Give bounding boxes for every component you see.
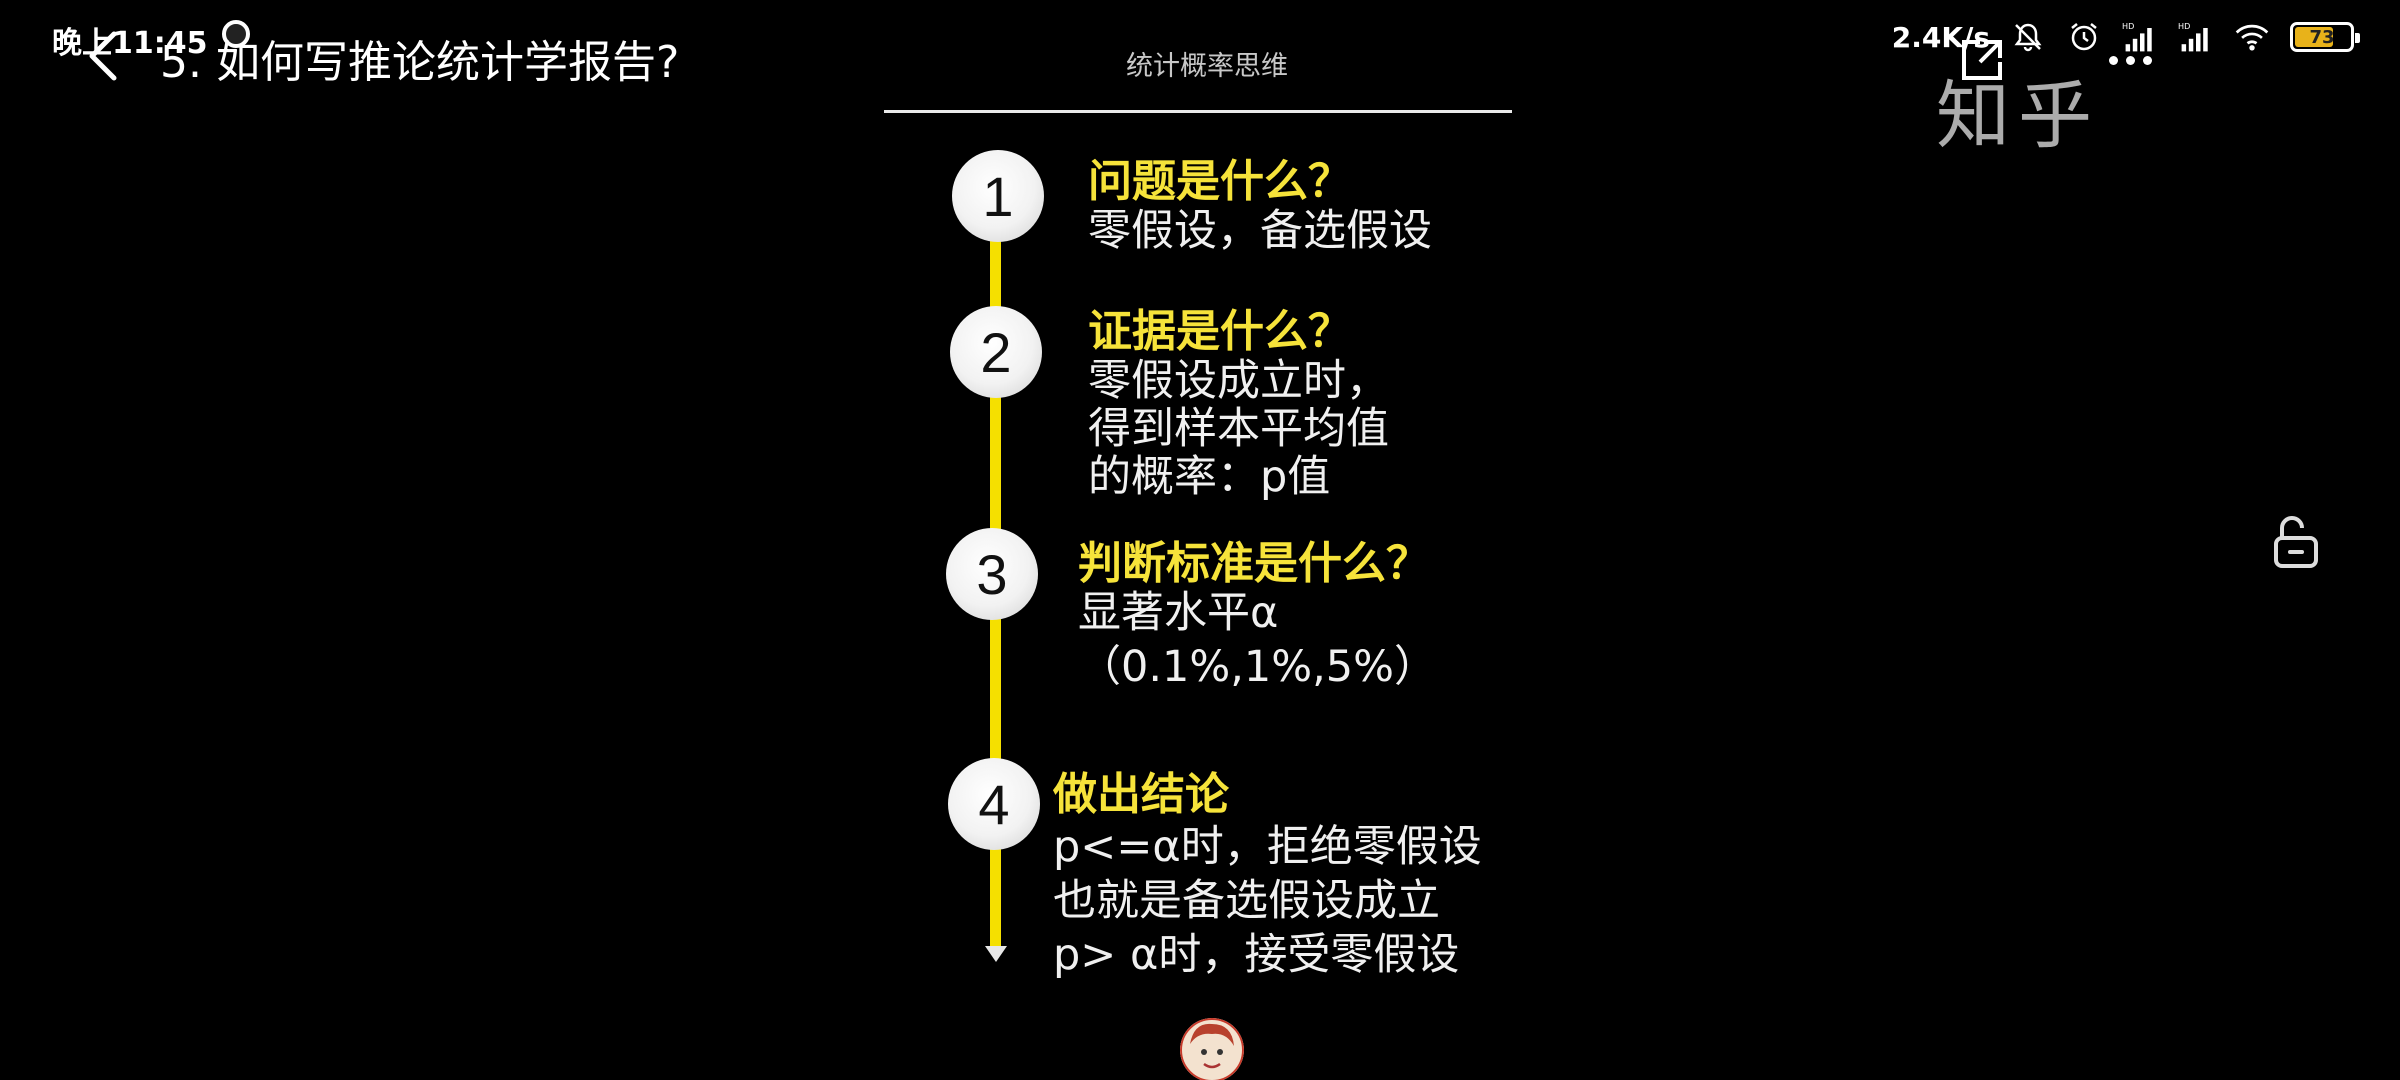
screen-lock-button[interactable]: [2264, 510, 2324, 574]
slide-divider: [884, 110, 1512, 113]
notification-dot-icon: [222, 20, 250, 48]
step-number-circle: 4: [948, 758, 1040, 850]
zhihu-watermark: 知乎: [1936, 73, 2100, 159]
video-title: 5. 如何写推论统计学报告?: [160, 37, 680, 88]
step-line: 零假设，备选假设: [1088, 206, 1432, 256]
step-title: 证据是什么？: [1088, 306, 1352, 357]
wifi-icon: [2234, 19, 2270, 55]
step-line: 零假设成立时，: [1088, 356, 1389, 406]
step-title: 判断标准是什么？: [1078, 538, 1430, 589]
cartoon-face-icon: [1180, 1018, 1244, 1080]
step-4-text: 做出结论 p<=α时，拒绝零假设 也就是备选假设成立 p> α时，接受零假设: [1053, 770, 1482, 982]
step-line: p> α时，接受零假设: [1053, 930, 1460, 980]
share-icon: [1962, 40, 2002, 80]
step-number-circle: 3: [946, 528, 1038, 620]
network-speed: 2.4K/s: [1891, 20, 1990, 54]
more-dot-icon: [2108, 55, 2118, 65]
status-bar-right: 2.4K/s HD HD 73: [1891, 12, 2360, 62]
svg-text:HD: HD: [2178, 21, 2190, 31]
battery-icon: 73: [2290, 22, 2360, 52]
svg-text:HD: HD: [2122, 21, 2134, 31]
battery-level: 73: [2309, 26, 2335, 48]
chevron-left-icon: [89, 31, 117, 81]
slide-heading: 统计概率思维: [1126, 51, 1288, 82]
step-line: 的概率：p值: [1088, 452, 1331, 502]
presenter-avatar: [1180, 1018, 1244, 1080]
more-dot-icon: [2142, 55, 2152, 65]
step-line: 也就是备选假设成立: [1053, 876, 1440, 926]
alarm-icon: [2066, 19, 2102, 55]
step-title: 问题是什么？: [1088, 156, 1352, 207]
step-line: p<=α时，拒绝零假设: [1053, 822, 1482, 872]
more-options-button[interactable]: [2100, 30, 2160, 90]
battery-fill: [2295, 27, 2334, 47]
step-title: 做出结论: [1053, 769, 1229, 820]
timeline-arrow-icon: [985, 946, 1007, 962]
step-line: 显著水平α: [1078, 588, 1279, 638]
more-dot-icon: [2125, 55, 2135, 65]
back-button[interactable]: [76, 28, 132, 84]
step-line: 得到样本平均值: [1088, 404, 1389, 454]
step-number-circle: 2: [950, 306, 1042, 398]
step-number-circle: 1: [952, 150, 1044, 242]
signal-hd-icon: HD: [2122, 19, 2158, 55]
unlock-icon: [2274, 516, 2318, 568]
signal-hd-icon: HD: [2178, 19, 2214, 55]
step-2-text: 证据是什么？ 零假设成立时， 得到样本平均值 的概率：p值: [1088, 306, 1389, 502]
step-3-text: 判断标准是什么？ 显著水平α （0.1%,1%,5%）: [1078, 538, 1438, 692]
share-button[interactable]: [1952, 30, 2012, 90]
step-line: （0.1%,1%,5%）: [1078, 642, 1438, 692]
step-1-text: 问题是什么？ 零假设，备选假设: [1088, 156, 1432, 256]
bell-muted-icon: [2010, 19, 2046, 55]
status-time: 晚上11:45: [52, 26, 208, 61]
